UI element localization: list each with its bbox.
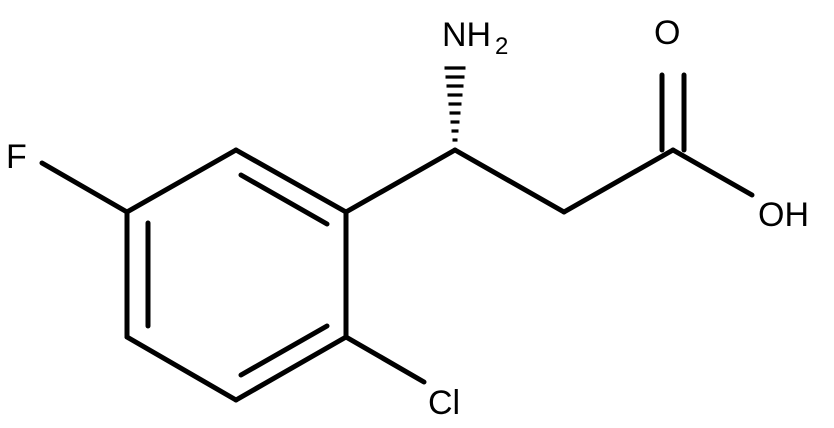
- bond-ring-to-fluorine: [39, 160, 130, 215]
- benzene-ring: [124, 147, 349, 403]
- fluorine-label: F: [6, 138, 27, 176]
- hydroxyl-label: OH: [758, 196, 809, 234]
- ring-double-bond-inner-top: [238, 172, 330, 227]
- amine-label: NH: [442, 16, 491, 54]
- ring-bond-c1-c2: [124, 147, 239, 215]
- bond-carboxyl-carbon-to-hydroxyl: [670, 147, 755, 198]
- bond-chiral-carbon-to-ch2: [452, 147, 567, 215]
- bond-ring-to-chiral-carbon: [343, 147, 458, 215]
- chlorine-label: Cl: [428, 384, 460, 422]
- bond-ch2-to-carboxyl-carbon: [561, 147, 676, 215]
- ring-double-bond-inner-bottom: [238, 323, 330, 378]
- ring-bond-c5-c6: [124, 334, 239, 403]
- carbonyl-oxygen-label: O: [654, 14, 680, 52]
- hashed-wedge-bond: [444, 66, 466, 142]
- bond-ring-to-chlorine: [343, 334, 427, 385]
- ring-bond-c2-c3: [233, 147, 349, 215]
- amine-h-count-subscript: 2: [495, 33, 508, 60]
- ring-bond-c4-c5: [233, 334, 349, 403]
